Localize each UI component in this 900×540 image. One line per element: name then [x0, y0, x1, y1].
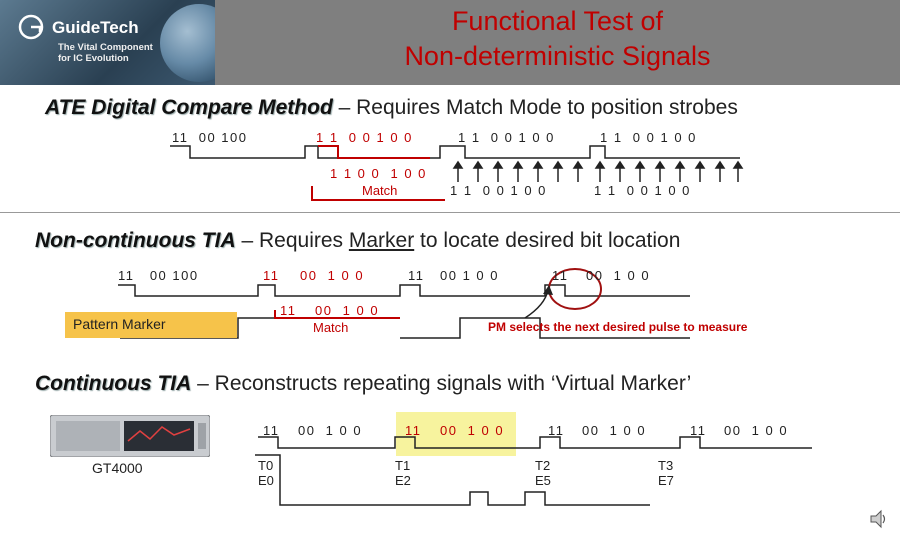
- strobe-arrow-icon: [532, 160, 544, 182]
- tia-bits-1: 11 00 100: [118, 268, 199, 283]
- section-divider: [0, 212, 900, 213]
- ate-waveform-red: [318, 145, 430, 159]
- tia-bits-2: 11: [263, 268, 280, 283]
- continuous-heading-bold: Continuous TIA: [35, 372, 192, 395]
- ate-heading: ATE Digital Compare Method – Requires Ma…: [45, 96, 738, 120]
- logo-panel: GuideTech The Vital Component for IC Evo…: [0, 0, 215, 85]
- ate-bits-4: 1 1 0 0 1 0 0: [600, 130, 697, 145]
- cont-bits-7: 11: [690, 423, 707, 438]
- pattern-marker-label: Pattern Marker: [73, 316, 166, 332]
- ate-strobe-bits-1: 1 1 0 0 1 0 0: [450, 183, 547, 198]
- globe-graphic: [160, 4, 215, 82]
- ate-bits-2: 1 1 0 0 1 0 0: [316, 130, 413, 145]
- strobe-arrow-icon: [714, 160, 726, 182]
- brand-tagline: The Vital Component for IC Evolution: [58, 42, 153, 64]
- virtual-marker-trace: [255, 454, 650, 506]
- cont-bits-2: 00 1 0 0: [298, 423, 363, 438]
- tia-heading-bold: Non-continuous TIA: [35, 229, 236, 252]
- ate-match-label: Match: [362, 183, 398, 198]
- marker-3-t: T3: [658, 458, 674, 473]
- ate-heading-bold: ATE Digital Compare Method: [45, 96, 333, 119]
- strobe-arrow-icon: [654, 160, 666, 182]
- tia-continuous-heading: Continuous TIA – Reconstructs repeating …: [35, 372, 691, 396]
- tia-heading-rest: – Requires: [235, 229, 349, 252]
- cont-bits-3: 11: [405, 423, 422, 438]
- ate-match-bits: 1 1 0 0 1 0 0: [330, 166, 427, 181]
- continuous-waveform: [258, 436, 812, 449]
- guidetech-logo-icon: [18, 14, 44, 40]
- marker-3-e: E7: [658, 473, 674, 488]
- ate-waveform: [170, 145, 740, 159]
- strobe-arrow-icon: [694, 160, 706, 182]
- tia-match-bits-a: 11: [280, 303, 297, 318]
- tia-match-trace: [274, 310, 400, 319]
- tia-bits-5: 00 1 0 0: [440, 268, 499, 283]
- strobe-arrow-icon: [552, 160, 564, 182]
- tia-pm-trace: [400, 317, 690, 339]
- cont-bits-6: 00 1 0 0: [582, 423, 647, 438]
- pattern-marker-box: [65, 312, 237, 338]
- ate-heading-rest: – Requires Match Mode to position strobe…: [332, 96, 738, 119]
- gt4000-label: GT4000: [92, 460, 143, 476]
- tia-match-bits-b: 00 1 0 0: [315, 303, 380, 318]
- tia-match-label: Match: [313, 320, 349, 335]
- marker-0-e: E0: [258, 473, 274, 488]
- strobe-arrow-icon: [572, 160, 584, 182]
- strobe-arrow-icon: [472, 160, 484, 182]
- tia-heading-tail: to locate desired bit location: [414, 229, 681, 252]
- tia-waveform: [118, 284, 690, 297]
- cont-bits-1: 11: [263, 423, 280, 438]
- ate-match-trace: [311, 186, 445, 201]
- ate-bits-3: 1 1 0 0 1 0 0: [458, 130, 555, 145]
- strobe-arrow-icon: [674, 160, 686, 182]
- ate-strobe-bits-2: 1 1 0 0 1 0 0: [594, 183, 691, 198]
- tia-heading-underlined: Marker: [348, 229, 415, 252]
- brand-name: GuideTech: [52, 18, 139, 37]
- tia-bits-7: 00 1 0 0: [586, 268, 651, 283]
- strobe-arrow-icon: [732, 160, 744, 182]
- cont-bits-4: 00 1 0 0: [440, 423, 505, 438]
- marker-1-t: T1: [395, 458, 411, 473]
- tia-arrow-icon: [524, 285, 553, 319]
- cont-bits-8: 00 1 0 0: [724, 423, 789, 438]
- tia-bits-3: 00 1 0 0: [300, 268, 365, 283]
- tia-bits-4: 11: [408, 268, 425, 283]
- tia-bits-6: 11: [552, 268, 569, 283]
- strobe-arrow-icon: [614, 160, 626, 182]
- slide-title: Functional Test of Non-deterministic Sig…: [404, 6, 711, 71]
- strobe-arrow-icon: [452, 160, 464, 182]
- strobe-arrows: [452, 160, 744, 182]
- strobe-arrow-icon: [634, 160, 646, 182]
- marker-0-t: T0: [258, 458, 274, 473]
- continuous-heading-rest: – Reconstructs repeating signals with ‘V…: [191, 372, 692, 395]
- strobe-arrow-icon: [512, 160, 524, 182]
- gt4000-device-image: [50, 415, 210, 457]
- marker-2-t: T2: [535, 458, 551, 473]
- speaker-icon[interactable]: [868, 508, 890, 530]
- ate-bits-1: 11 00 100: [172, 130, 248, 145]
- tia-pattern-marker-trace: [120, 317, 275, 339]
- strobe-arrow-icon: [594, 160, 606, 182]
- strobe-arrow-icon: [492, 160, 504, 182]
- cont-bits-5: 11: [548, 423, 565, 438]
- tia-noncontinuous-heading: Non-continuous TIA – Requires Marker to …: [35, 229, 680, 253]
- marker-1-e: E2: [395, 473, 411, 488]
- pm-note: PM selects the next desired pulse to mea…: [488, 320, 748, 334]
- marker-2-e: E5: [535, 473, 551, 488]
